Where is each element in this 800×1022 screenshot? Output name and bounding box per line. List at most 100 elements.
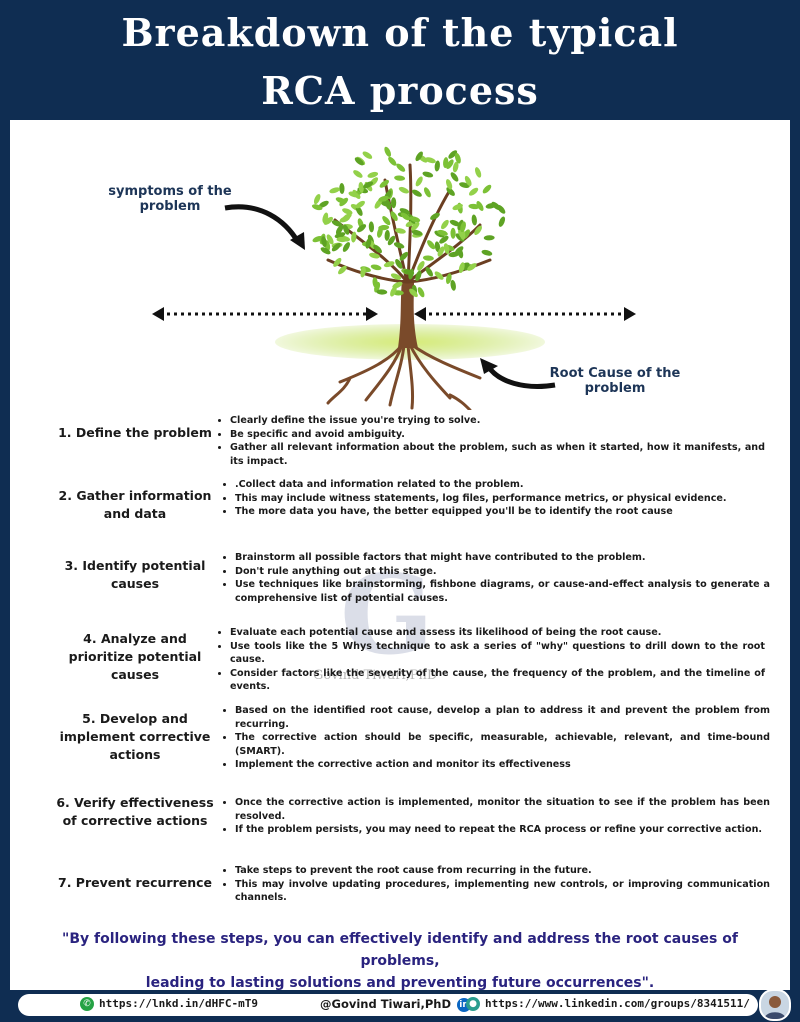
leaf xyxy=(391,197,397,209)
leaf xyxy=(498,216,506,227)
leaf xyxy=(482,184,492,194)
title-line-1: Breakdown of the typical xyxy=(121,10,679,55)
left-dotted-arrow xyxy=(152,307,378,321)
leaf xyxy=(458,262,465,273)
header-banner: Breakdown of the typical RCA process xyxy=(0,0,800,120)
leaf xyxy=(355,205,363,216)
step-title: 7. Prevent recurrence xyxy=(58,875,212,890)
leaf xyxy=(452,203,463,211)
footer-author-text[interactable]: @Govind Tiwari,PhD xyxy=(320,997,452,1011)
bullet: Consider factors like the severity of th… xyxy=(230,667,765,694)
leaf xyxy=(415,151,423,162)
step-title: 1. Define the problem xyxy=(58,425,212,440)
avatar xyxy=(759,989,791,1021)
leaf xyxy=(467,263,477,271)
leaf xyxy=(367,171,379,178)
bullet: Don't rule anything out at this stage. xyxy=(235,565,770,579)
step-title: 4. Analyze and prioritize potential caus… xyxy=(68,631,202,682)
leaf xyxy=(368,221,375,233)
leaf xyxy=(390,273,402,280)
leaf xyxy=(311,204,323,211)
quote-line-1: "By following these steps, you can effec… xyxy=(62,931,738,969)
leaf xyxy=(394,175,406,181)
trunk xyxy=(398,280,418,348)
leaf xyxy=(458,228,465,240)
leaf xyxy=(411,189,422,197)
step-title: 6. Verify effectiveness of corrective ac… xyxy=(56,795,214,828)
leaf xyxy=(387,235,396,246)
step-bullets: Once the corrective action is implemente… xyxy=(217,796,770,837)
leaf xyxy=(373,244,382,254)
bullet: If the problem persists, you may need to… xyxy=(235,823,770,837)
leaf xyxy=(378,195,389,202)
leaf xyxy=(464,175,472,187)
whatsapp-icon: ✆ xyxy=(80,997,94,1011)
leaf xyxy=(449,219,461,227)
step-title: 2. Gather information and data xyxy=(58,488,212,521)
leaf xyxy=(333,257,342,267)
bullet: .Collect data and information related to… xyxy=(235,478,770,492)
leaf xyxy=(497,204,506,214)
leaf xyxy=(448,150,458,159)
leaf xyxy=(342,213,352,221)
leaf xyxy=(437,229,448,236)
leaf xyxy=(409,216,421,223)
step-bullets: Brainstorm all possible factors that mig… xyxy=(217,551,770,605)
leaf xyxy=(390,211,398,221)
leaf xyxy=(355,200,365,209)
bullet: The more data you have, the better equip… xyxy=(235,505,770,519)
leaf xyxy=(468,203,480,210)
bullet: Clearly define the issue you're trying t… xyxy=(230,414,765,428)
bullet: Use tools like the 5 Whys technique to a… xyxy=(230,640,765,667)
leaf xyxy=(360,266,366,278)
leaf xyxy=(425,157,436,164)
leaf xyxy=(396,163,406,172)
leaf xyxy=(338,265,347,275)
bullet: Gather all relevant information about th… xyxy=(230,441,765,468)
leaf xyxy=(454,152,461,164)
leaf xyxy=(383,261,395,268)
leaf xyxy=(434,271,444,280)
leaf xyxy=(450,227,456,239)
footer-link-2[interactable]: ●https://www.linkedin.com/groups/8341511… xyxy=(466,997,750,1011)
footer-link-1[interactable]: ✆ https://lnkd.in/dHFC-mT9 xyxy=(80,997,258,1011)
leaf xyxy=(390,286,397,297)
leaf xyxy=(403,269,415,275)
root-cause-label: Root Cause of the problem xyxy=(540,366,690,396)
step-bullets: Take steps to prevent the root cause fro… xyxy=(217,864,770,905)
bullet: Once the corrective action is implemente… xyxy=(235,796,770,823)
leaf xyxy=(322,212,329,224)
symptoms-label: symptoms of the problem xyxy=(100,184,240,214)
leaf xyxy=(394,228,406,234)
footer-link-2-text[interactable]: https://www.linkedin.com/groups/8341511/ xyxy=(485,997,750,1010)
leaf xyxy=(342,242,351,252)
leaf xyxy=(336,236,348,243)
leaf xyxy=(351,231,357,243)
root-cause-label-line-1: Root Cause of the xyxy=(549,366,681,381)
leaf xyxy=(395,259,403,269)
leaf xyxy=(415,270,422,282)
leaf xyxy=(417,261,425,271)
leaf xyxy=(423,187,431,198)
leaf xyxy=(445,273,452,284)
leaf xyxy=(437,246,445,257)
tree-diagram xyxy=(152,146,636,410)
leaf xyxy=(450,279,456,291)
leaf xyxy=(388,156,397,166)
leaf xyxy=(342,208,353,215)
bullet: Use techniques like brainstorming, fishb… xyxy=(235,578,770,605)
bullet: This may include witness statements, log… xyxy=(235,492,770,506)
leaf xyxy=(384,229,390,241)
leaf xyxy=(369,252,380,259)
leaf xyxy=(471,214,477,226)
leaf xyxy=(425,266,434,277)
footer-link-1-text[interactable]: https://lnkd.in/dHFC-mT9 xyxy=(99,997,258,1010)
bullet: Based on the identified root cause, deve… xyxy=(235,704,770,731)
symptoms-label-line-2: problem xyxy=(139,199,201,214)
step-bullets: .Collect data and information related to… xyxy=(217,478,770,519)
step-title: 3. Identify potential causes xyxy=(64,558,206,591)
footer-author[interactable]: @Govind Tiwari,PhD in xyxy=(320,997,476,1012)
leaf xyxy=(318,200,329,208)
leaf xyxy=(445,179,453,190)
leaf xyxy=(372,277,378,289)
